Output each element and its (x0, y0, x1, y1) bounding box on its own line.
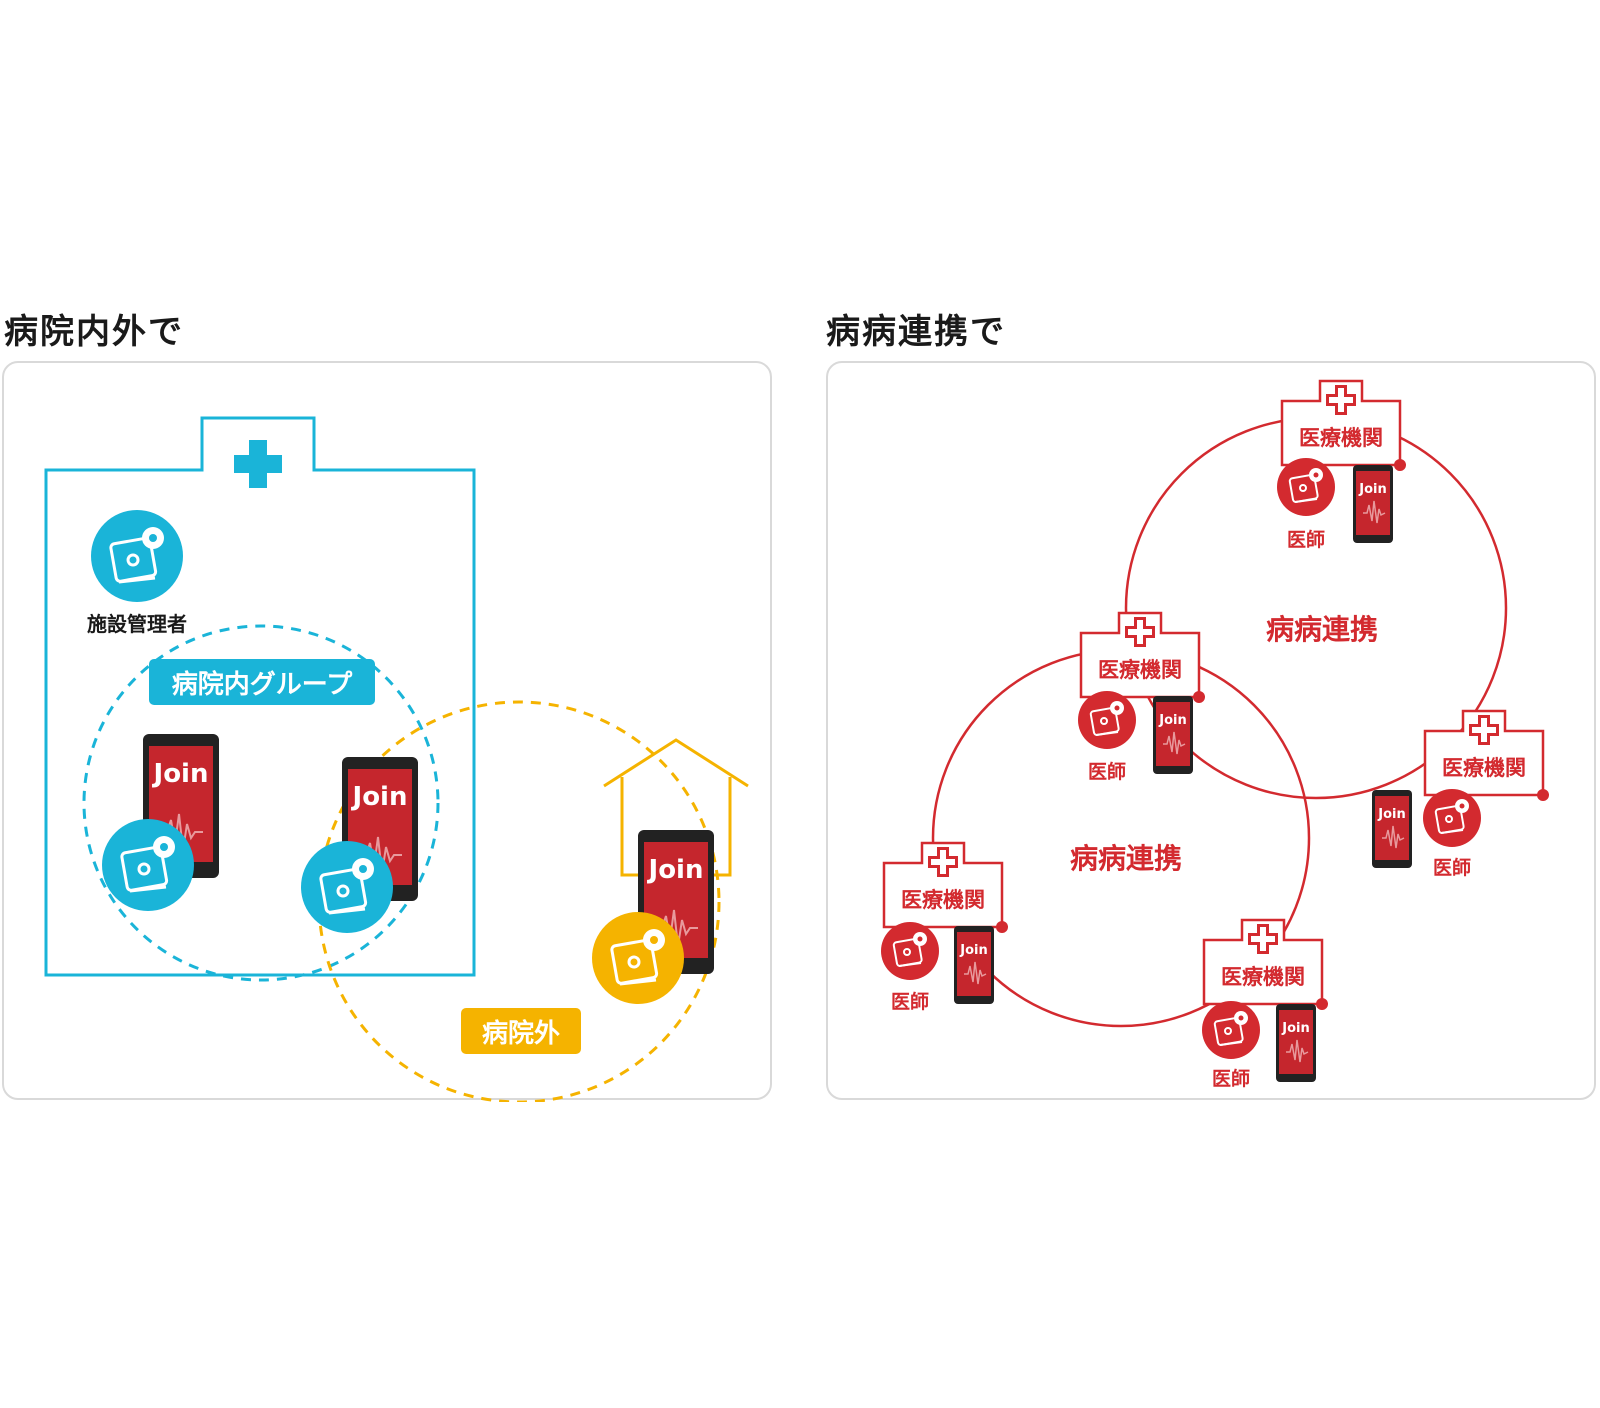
facility-admin-icon (91, 510, 183, 602)
phone-small-5: Join (1275, 1003, 1317, 1083)
doctor-icon-1 (102, 819, 194, 911)
doctor-5 (1201, 1000, 1261, 1060)
institution-2: 医療機関 (1079, 611, 1207, 705)
svg-text:医療機関: 医療機関 (1442, 756, 1526, 780)
phone-small-3: Join (1371, 789, 1413, 869)
phone-small-2: Join (1152, 695, 1194, 775)
svg-text:Join: Join (959, 943, 987, 958)
doctor-label-3: 医師 (1433, 856, 1471, 879)
facility-admin-label: 施設管理者 (87, 612, 187, 636)
doctor-icon-3 (592, 912, 684, 1004)
network-label-upper: 病病連携 (1266, 613, 1378, 646)
hospital-network-diagram: 病病連携 病病連携 医療機関 医師 Join 医療機関 医師 Join 医療機関 (880, 379, 1551, 1090)
outside-hospital-label: 病院外 (482, 1018, 560, 1049)
svg-text:Join: Join (647, 855, 704, 885)
in-hospital-group-circle (82, 624, 440, 982)
hospital-cross-icon (234, 440, 282, 488)
institution-3: 医療機関 (1423, 709, 1551, 803)
doctor-2 (1077, 690, 1137, 750)
svg-text:Join: Join (1377, 807, 1405, 822)
doctor-4 (880, 921, 940, 981)
doctor-label-5: 医師 (1212, 1067, 1250, 1090)
doctor-label-4: 医師 (891, 990, 929, 1013)
right-panel: 病病連携 病病連携 医療機関 医師 Join 医療機関 医師 Join 医療機関 (826, 361, 1596, 1100)
institution-1: 医療機関 (1280, 379, 1408, 473)
left-section-title: 病院内外で (4, 312, 184, 352)
svg-text:Join: Join (1358, 482, 1386, 497)
institution-4: 医療機関 (882, 841, 1010, 935)
phone-small-4: Join (953, 925, 995, 1005)
doctor-1 (1276, 457, 1336, 517)
svg-text:医療機関: 医療機関 (1098, 658, 1182, 682)
doctor-label-2: 医師 (1088, 760, 1126, 783)
phone-small-1: Join (1352, 464, 1394, 544)
svg-text:医療機関: 医療機関 (901, 888, 985, 912)
network-label-lower: 病病連携 (1070, 842, 1182, 875)
svg-text:Join: Join (152, 759, 209, 789)
phone-2: Join (341, 756, 419, 902)
doctor-3 (1422, 788, 1482, 848)
svg-text:医療機関: 医療機関 (1299, 426, 1383, 450)
svg-text:Join: Join (1281, 1021, 1309, 1036)
doctor-icon-2 (301, 841, 393, 933)
in-hospital-group-label: 病院内グループ (172, 669, 353, 700)
phone-1: Join (142, 733, 220, 879)
left-panel: 施設管理者 病院内グループ Join Join Join (2, 361, 772, 1104)
phone-3: Join (637, 829, 715, 975)
hospital-building-outline (44, 416, 476, 977)
svg-text:医療機関: 医療機関 (1221, 965, 1305, 989)
svg-text:Join: Join (351, 782, 408, 812)
institution-5: 医療機関 (1202, 918, 1330, 1012)
svg-text:Join: Join (1158, 713, 1186, 728)
right-section-title: 病病連携で (826, 312, 1006, 352)
doctor-label-1: 医師 (1287, 528, 1325, 551)
in-out-hospital-diagram: 施設管理者 病院内グループ Join Join Join (44, 416, 749, 1104)
